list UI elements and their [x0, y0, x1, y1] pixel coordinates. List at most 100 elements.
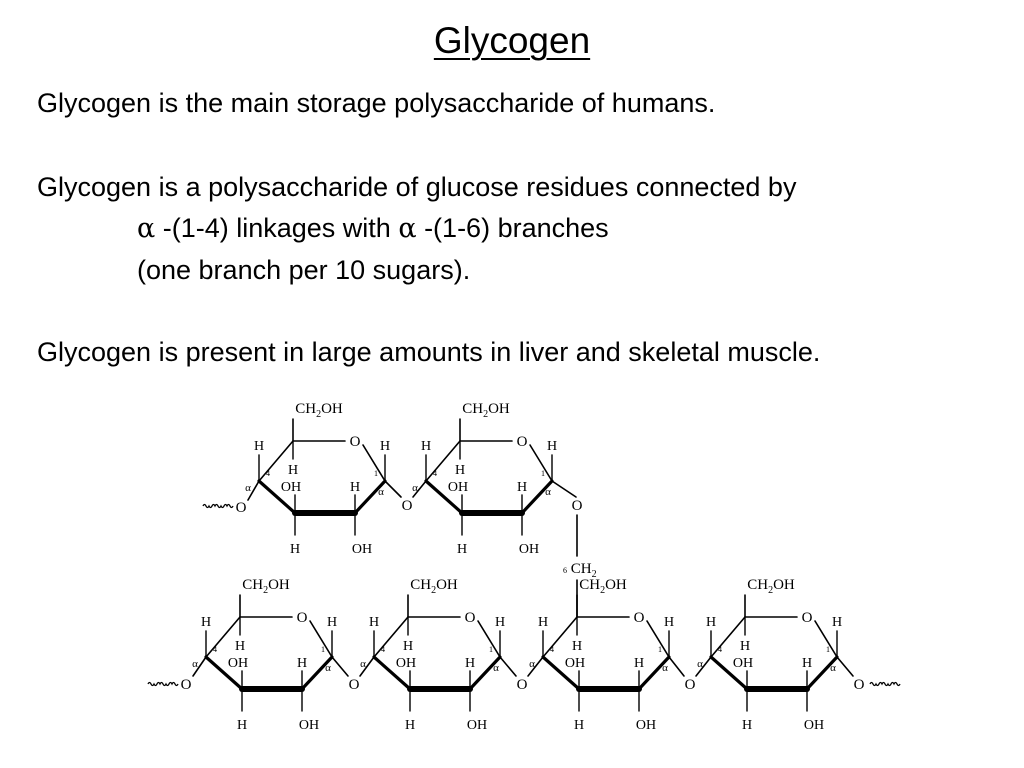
hydrogen-label: H — [403, 639, 413, 654]
alpha-label: α — [830, 662, 836, 674]
hydroxyl-label: OH — [448, 480, 468, 495]
glycosidic-bond — [551, 480, 577, 498]
ring-bond — [477, 620, 501, 658]
alpha-label: α — [360, 658, 366, 670]
text-segment: -(1-6) branches — [416, 213, 609, 243]
hydrogen-label: H — [380, 439, 390, 454]
hydroxyl-label: OH — [299, 718, 319, 733]
branch-ch2-label: 6 CH2 — [563, 561, 597, 580]
hydrogen-label: H — [369, 615, 379, 630]
hydrogen-label: H — [457, 542, 467, 557]
branch-oxygen-label: O — [572, 498, 583, 514]
hydroxyl-label: OH — [228, 656, 248, 671]
ring-bond — [309, 620, 333, 658]
ring-bond — [814, 620, 838, 658]
glycosidic-bond — [695, 656, 712, 677]
hydroxyl-label: OH — [352, 542, 372, 557]
hydrogen-label: H — [742, 718, 752, 733]
glycosidic-oxygen-label: O — [402, 498, 413, 514]
ring-bond-front — [257, 479, 297, 515]
ring-oxygen-label: O — [350, 434, 361, 450]
carbon-number-label: 1 — [374, 469, 378, 478]
alpha-symbol: α — [137, 213, 156, 244]
carbon-number-label: 4 — [718, 645, 722, 654]
carbon-number-label: 1 — [541, 469, 545, 478]
hydroxyl-label: OH — [733, 656, 753, 671]
glycosidic-oxygen-label: O — [236, 500, 247, 516]
glycosidic-bond — [247, 480, 260, 501]
hydroxyl-label: OH — [281, 480, 301, 495]
alpha-label: α — [378, 486, 384, 498]
glycosidic-bond — [192, 656, 207, 677]
hydrogen-label: H — [538, 615, 548, 630]
hydrogen-label: H — [574, 718, 584, 733]
ch2oh-label: CH2OH — [747, 577, 795, 596]
glycosidic-bond — [668, 656, 685, 677]
hydroxyl-label: OH — [396, 656, 416, 671]
ring-bond — [646, 620, 670, 658]
hydrogen-label: H — [288, 463, 298, 478]
text-line-location: Glycogen is present in large amounts in … — [37, 337, 821, 367]
alpha-label: α — [493, 662, 499, 674]
alpha-label: α — [662, 662, 668, 674]
chain-continuation-squiggle — [869, 681, 901, 687]
glycosidic-bond — [499, 656, 517, 677]
ring-oxygen-label: O — [465, 610, 476, 626]
glycosidic-bond — [359, 656, 375, 677]
hydrogen-label: H — [350, 480, 360, 495]
hydrogen-label: H — [802, 656, 812, 671]
glycosidic-bond — [331, 656, 349, 677]
hydrogen-label: H — [495, 615, 505, 630]
hydroxyl-label: OH — [565, 656, 585, 671]
glycosidic-oxygen-label: O — [685, 677, 696, 693]
text-line-branches: α -(1-4) linkages with α -(1-6) branches — [137, 211, 609, 246]
carbon-number-label: 4 — [433, 469, 437, 478]
glycosidic-oxygen-label: O — [349, 677, 360, 693]
text-line-linkages: Glycogen is a polysaccharide of glucose … — [37, 172, 797, 202]
ring-bond-front — [372, 655, 412, 691]
glycosidic-bond — [836, 656, 854, 677]
carbon-number-label: 1 — [658, 645, 662, 654]
ring-bond-front — [300, 655, 334, 691]
ring-bond-front — [353, 479, 387, 515]
ring-bond-front — [468, 655, 502, 691]
hydrogen-label: H — [664, 615, 674, 630]
alpha-label: α — [245, 482, 251, 494]
carbon-number-label: 4 — [381, 645, 385, 654]
glycosidic-bond — [412, 480, 427, 498]
hydrogen-label: H — [706, 615, 716, 630]
hydrogen-label: H — [201, 615, 211, 630]
ch2oh-label: CH2OH — [242, 577, 290, 596]
glycosidic-bond — [384, 480, 402, 498]
glycosidic-bond — [527, 656, 544, 677]
hydrogen-label: H — [740, 639, 750, 654]
text-line-storage: Glycogen is the main storage polysacchar… — [37, 88, 716, 118]
ch2oh-label: CH2OH — [295, 401, 343, 420]
carbon-number-label: 4 — [213, 645, 217, 654]
glycosidic-oxygen-label: O — [517, 677, 528, 693]
hydrogen-label: H — [832, 615, 842, 630]
hydrogen-label: H — [421, 439, 431, 454]
ring-bond — [529, 444, 553, 482]
ring-bond — [205, 616, 241, 658]
ring-bond — [373, 616, 409, 658]
hydrogen-label: H — [572, 639, 582, 654]
hydrogen-label: H — [297, 656, 307, 671]
carbon-number-label: 1 — [826, 645, 830, 654]
chain-continuation-squiggle — [147, 681, 179, 687]
hydroxyl-label: OH — [519, 542, 539, 557]
hydrogen-label: H — [237, 718, 247, 733]
alpha-symbol: α — [398, 213, 417, 244]
ring-bond — [258, 440, 294, 482]
hydroxyl-label: OH — [804, 718, 824, 733]
ring-oxygen-label: O — [802, 610, 813, 626]
text-line-branch-frequency: (one branch per 10 sugars). — [137, 255, 471, 285]
ring-bond-front — [424, 479, 464, 515]
hydrogen-label: H — [254, 439, 264, 454]
hydrogen-label: H — [465, 656, 475, 671]
ring-bond — [362, 444, 386, 482]
ring-bond — [542, 616, 578, 658]
ring-bond-front — [637, 655, 671, 691]
hydrogen-label: H — [235, 639, 245, 654]
